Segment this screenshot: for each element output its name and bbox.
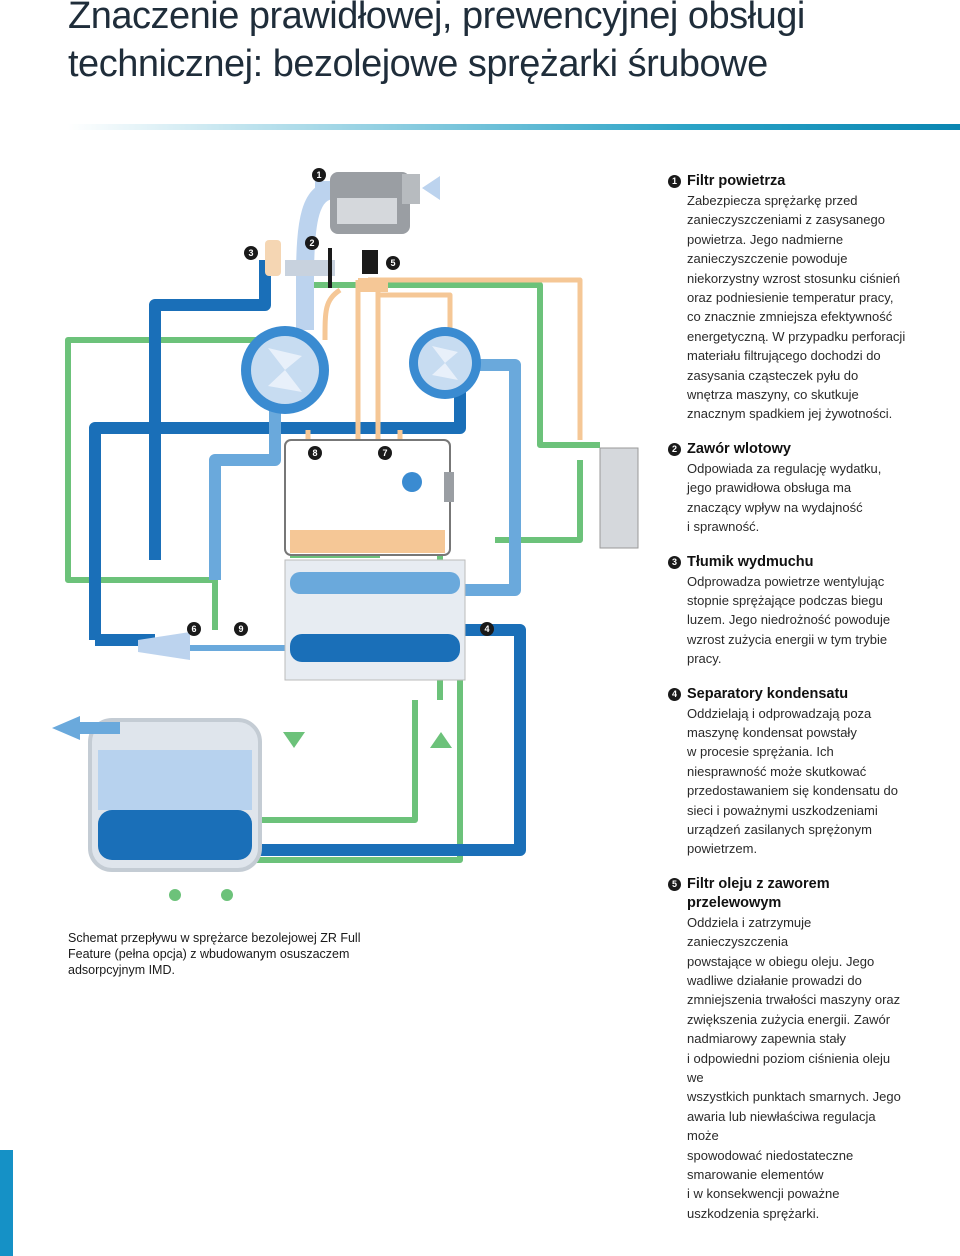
legend-number: 5 [668, 877, 681, 891]
oil-distributor [599, 447, 639, 549]
legend-text: Oddziela i zatrzymuje zanieczyszczenia p… [687, 914, 901, 1221]
side-accent-strip [0, 1150, 13, 1256]
intercooler [284, 559, 466, 681]
diagram-label-2: 2 [305, 236, 319, 250]
legend-title: Zawór wlotowy [687, 440, 791, 457]
inlet-valve [265, 240, 388, 292]
legend-text: Odpowiada za regulację wydatku, jego pra… [687, 460, 882, 535]
legend-text: Zabezpiecza sprężarkę przed zanieczyszcz… [687, 193, 906, 422]
diagram-label-7: 7 [378, 446, 392, 460]
header-rule [68, 124, 960, 130]
legend-item-air-filter: 1 Filtr powietrza Zabezpiecza sprężarkę … [668, 172, 908, 424]
condensate-drop-2 [221, 889, 233, 901]
diagram-label-5: 5 [386, 256, 400, 270]
legend-title: Filtr oleju z zaworem przelewowym [687, 875, 830, 911]
legend-title: Tłumik wydmuchu [687, 553, 814, 570]
aftercooler-nozzle [138, 632, 190, 660]
diagram-label-8: 8 [308, 446, 322, 460]
drain-right [430, 732, 452, 748]
page-title: Znaczenie prawidłowej, prewencyjnej obsł… [68, 0, 805, 85]
diagram-label-6: 6 [187, 622, 201, 636]
legend-number: 4 [668, 687, 681, 701]
air-filter [330, 172, 440, 234]
legend-text: Odprowadza powietrze wentylując stopnie … [687, 573, 891, 667]
adsorption-dryer [52, 716, 262, 872]
diagram-label-3: 3 [244, 246, 258, 260]
compressor-stage-2 [409, 327, 481, 399]
legend-list: 1 Filtr powietrza Zabezpiecza sprężarkę … [668, 172, 908, 1239]
green-pipe-right [300, 282, 600, 448]
diagram-label-4: 4 [480, 622, 494, 636]
green-pipe-drain [205, 700, 418, 823]
compressor-stage-1 [241, 326, 329, 414]
legend-item-blow-off-silencer: 3 Tłumik wydmuchu Odprowadza powietrze w… [668, 553, 908, 669]
legend-number: 3 [668, 555, 681, 569]
green-pipe-bottom [65, 500, 218, 630]
diagram-caption: Schemat przepływu w sprężarce bezolejowe… [68, 931, 361, 977]
legend-item-condensate-separators: 4 Separatory kondensatu Oddzielają i odp… [668, 685, 908, 859]
oil-tank [284, 439, 454, 556]
legend-title: Separatory kondensatu [687, 685, 849, 702]
condensate-drop-1 [169, 889, 181, 901]
diagram-label-1: 1 [312, 168, 326, 182]
flow-diagram [52, 172, 639, 901]
legend-item-oil-filter: 5 Filtr oleju z zaworem przelewowym Oddz… [668, 875, 908, 1224]
diagram-label-9: 9 [234, 622, 248, 636]
drain-left [283, 732, 305, 748]
legend-title: Filtr powietrza [687, 173, 786, 189]
legend-number: 2 [668, 442, 681, 456]
legend-item-inlet-valve: 2 Zawór wlotowy Odpowiada za regulację w… [668, 440, 908, 537]
legend-number: 1 [668, 175, 681, 188]
legend-text: Oddzielają i odprowadzają poza maszynę k… [687, 705, 899, 857]
